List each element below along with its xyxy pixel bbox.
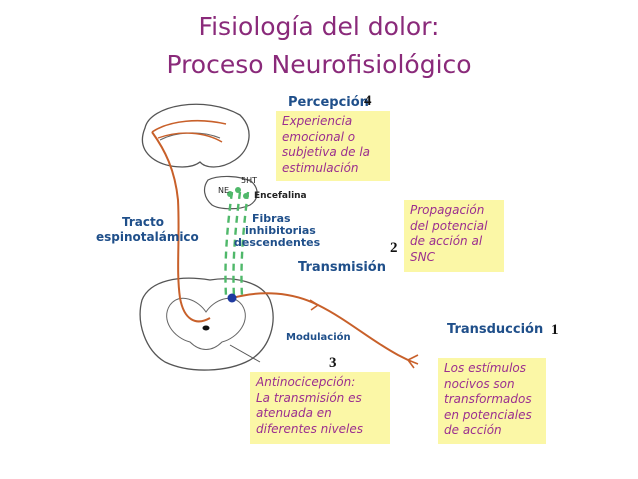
box-transmision-line: SNC — [410, 249, 435, 264]
gray-matter — [166, 297, 246, 350]
box-transduccion: Los estímulos nocivos son transformados … — [438, 358, 546, 444]
enkephalin-nucleus — [243, 193, 249, 199]
number-1: 1 — [551, 322, 559, 338]
box-transduccion-line: Los estímulos — [444, 361, 526, 375]
box-transmision-line: de acción al — [410, 234, 483, 248]
ne-nucleus — [227, 191, 233, 197]
afferent-nerve — [231, 292, 409, 361]
box-transduccion-line: nocivos son — [444, 376, 515, 391]
spinal-cord-outline — [139, 277, 274, 371]
box-modulacion: Antinocicepción: La transmisión es atenu… — [250, 372, 390, 444]
label-encefalina: Encefalina — [254, 191, 307, 201]
title-line-1: Fisiología del dolor: — [198, 12, 440, 41]
descending-fiber-2 — [232, 191, 242, 297]
label-inhibitorias: inhibitorias — [245, 224, 316, 237]
box-transmision-line: Propagación — [410, 203, 485, 217]
box-percepcion-line: Experiencia — [282, 114, 353, 128]
label-ne: NE — [218, 186, 230, 195]
box-percepcion-line: estimulación — [282, 160, 359, 175]
thalamus-branch — [151, 119, 227, 133]
label-descendentes: descendentes — [234, 236, 321, 249]
nerve-ending — [407, 354, 419, 369]
box-percepcion: Experiencia emocional o subjetiva de la … — [276, 111, 390, 181]
propagation-arrow — [309, 299, 319, 311]
thalamus-branch-2 — [157, 132, 223, 143]
spinothalamic-tract — [151, 131, 211, 323]
box-percepcion-line: emocional o — [282, 129, 356, 144]
number-2: 2 — [390, 240, 398, 256]
title-line-2: Proceso Neurofisiológico — [166, 50, 472, 79]
box-transduccion-line: transformados — [444, 392, 532, 406]
descending-fiber-1 — [224, 191, 234, 297]
box-modulacion-line: Antinocicepción: — [256, 375, 356, 389]
box-modulacion-line: diferentes niveles — [256, 421, 364, 436]
synapse-dot — [227, 293, 237, 303]
box-transmision: Propagación del potencial de acción al S… — [404, 200, 504, 272]
box-transduccion-line: de acción — [444, 423, 502, 437]
box-modulacion-line: atenuada en — [256, 406, 332, 420]
label-espinotalamico: espinotalámico — [96, 230, 199, 244]
number-4: 4 — [364, 93, 372, 109]
central-canal — [202, 325, 210, 331]
label-modulacion: Modulación — [286, 332, 351, 343]
box-transduccion-line: en potenciales — [444, 407, 532, 422]
label-transduccion: Transducción — [447, 322, 544, 337]
label-tracto: Tracto — [122, 215, 164, 229]
box-modulacion-line: La transmisión es — [256, 390, 362, 405]
label-5ht: 5HT — [241, 176, 257, 185]
modulation-pointer — [229, 344, 261, 363]
sht-nucleus — [235, 187, 241, 193]
descending-fiber-3 — [240, 191, 250, 297]
number-3: 3 — [329, 355, 337, 371]
brain-outline — [141, 103, 250, 168]
label-percepcion: Percepción — [288, 95, 369, 110]
box-transmision-line: del potencial — [410, 218, 488, 233]
label-fibras: Fibras — [252, 212, 291, 225]
label-transmision: Transmisión — [298, 260, 386, 275]
box-percepcion-line: subjetiva de la — [282, 145, 371, 159]
